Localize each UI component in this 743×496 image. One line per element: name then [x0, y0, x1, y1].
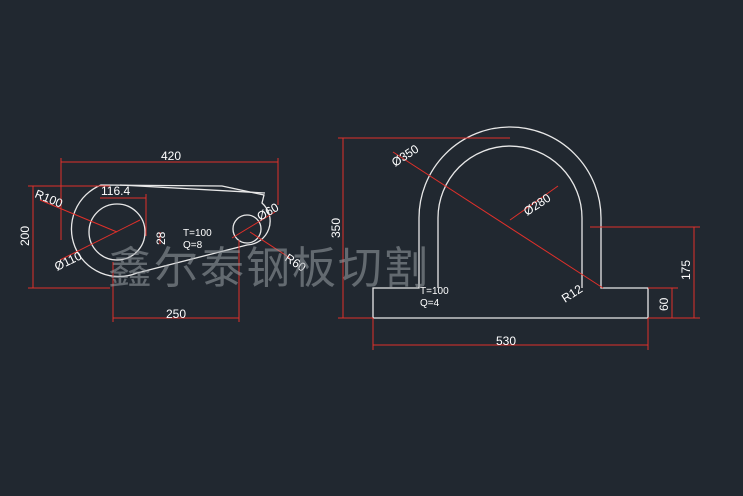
dim-inner-dia: Ø280	[521, 191, 554, 219]
left-small-hole	[232, 214, 262, 244]
right-dim-lines	[338, 137, 700, 350]
dim-small: 28	[154, 231, 168, 245]
dim-overall-height: 200	[18, 226, 32, 246]
left-part-top-edge	[119, 184, 266, 194]
dim-dia-small-hole: Ø60	[255, 200, 282, 224]
note-thickness-right: T=100	[420, 286, 449, 297]
dim-outer-dia: Ø350	[389, 142, 422, 170]
dim-radius-big: R100	[33, 187, 65, 211]
right-part: Ø350 Ø280 350 175 60 530 R12 T=100 Q=4	[329, 126, 700, 350]
dim-center-distance: 250	[166, 307, 186, 321]
dim-height-175: 175	[679, 260, 693, 280]
right-part-inner-arch	[437, 145, 583, 288]
watermark-text: 鑫尔泰钢板切割	[108, 243, 430, 294]
dim-base-height: 60	[657, 297, 671, 311]
dim-overall-width: 420	[161, 149, 181, 163]
dim-dia-big-hole: Ø110	[52, 248, 84, 273]
note-quantity-left: Q=8	[183, 240, 203, 251]
left-dim-lines	[28, 158, 291, 322]
dim-base-width: 530	[496, 334, 516, 348]
note-quantity-right: Q=4	[420, 298, 440, 309]
left-big-hole	[88, 203, 146, 261]
right-part-outline	[372, 126, 649, 319]
note-thickness-left: T=100	[183, 228, 212, 239]
left-part: 420 200 R100 Ø110 116.4 28 Ø60 R60 250 T…	[18, 149, 309, 322]
dim-offset: 116.4	[101, 184, 130, 198]
dim-height-total: 350	[329, 218, 343, 238]
